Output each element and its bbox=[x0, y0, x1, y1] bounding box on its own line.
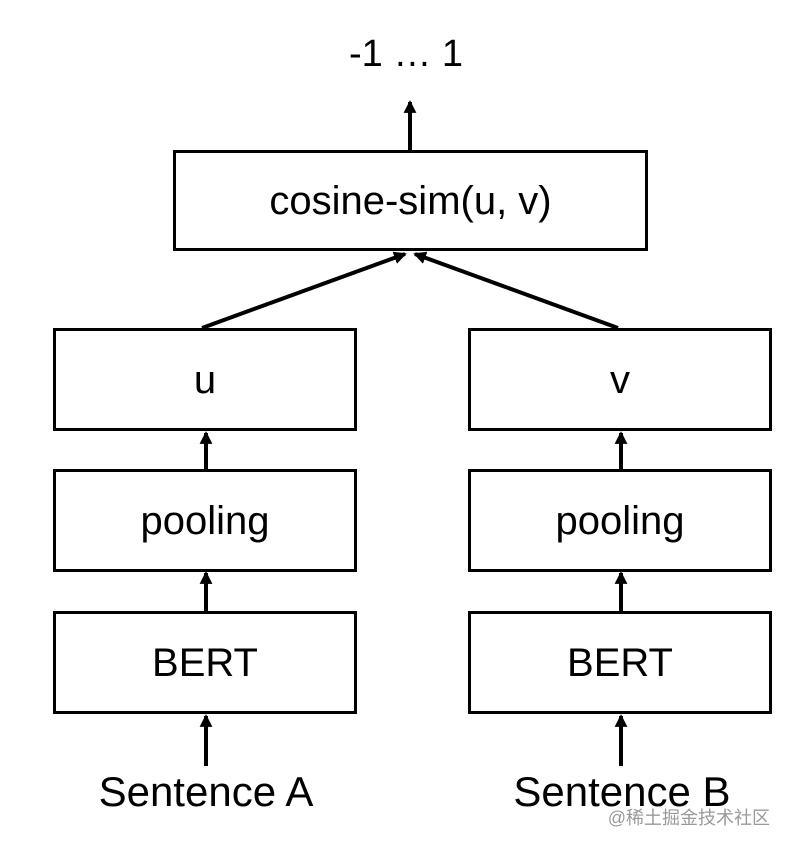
bert-a-box: BERT bbox=[53, 611, 357, 714]
watermark-label: @稀土掘金技术社区 bbox=[607, 808, 770, 828]
vector-u-label: u bbox=[193, 357, 217, 402]
vector-u-box: u bbox=[53, 328, 357, 431]
u-to-similarity-arrow bbox=[201, 251, 407, 330]
vector-v-box: v bbox=[468, 328, 772, 431]
bert-b-box: BERT bbox=[468, 611, 772, 714]
bert-b-label: BERT bbox=[567, 640, 673, 685]
output-range-label: -1 … 1 bbox=[348, 33, 464, 75]
cosine-similarity-box: cosine-sim(u, v) bbox=[173, 150, 648, 251]
pooling-b-label: pooling bbox=[555, 498, 685, 543]
v-to-similarity-arrow bbox=[413, 251, 619, 330]
cosine-similarity-label: cosine-sim(u, v) bbox=[269, 178, 552, 223]
bert-a-label: BERT bbox=[152, 640, 258, 685]
sentence-a-label: Sentence A bbox=[98, 768, 314, 815]
pooling-b-box: pooling bbox=[468, 469, 772, 572]
vector-v-label: v bbox=[610, 357, 630, 402]
sentence-b-label: Sentence B bbox=[513, 768, 731, 815]
pooling-a-box: pooling bbox=[53, 469, 357, 572]
pooling-a-label: pooling bbox=[140, 498, 270, 543]
